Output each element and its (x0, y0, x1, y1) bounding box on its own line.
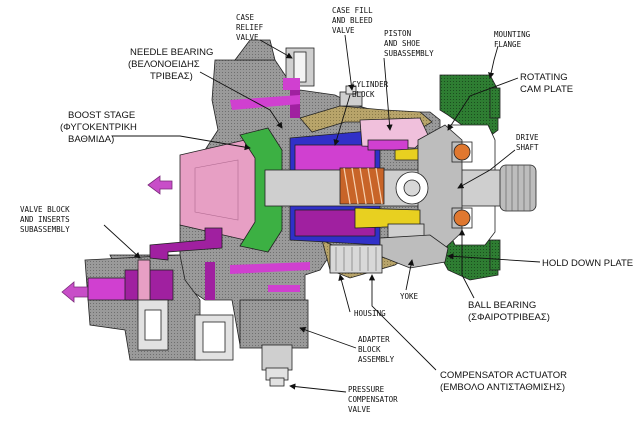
svg-text:CAM PLATE: CAM PLATE (520, 84, 573, 95)
case-relief-valve (230, 47, 315, 118)
svg-text:(ΒΕΛΟΝΟΕΙΔΗΣ: (ΒΕΛΟΝΟΕΙΔΗΣ (128, 59, 200, 70)
svg-text:MOUNTING: MOUNTING (494, 30, 531, 39)
svg-text:FLANGE: FLANGE (494, 40, 522, 49)
label-cylinder-block: CYLINDER BLOCK (352, 80, 389, 99)
svg-text:VALVE: VALVE (236, 33, 259, 42)
svg-text:HOLD DOWN PLATE: HOLD DOWN PLATE (542, 258, 633, 269)
svg-text:CASE FILL: CASE FILL (332, 6, 373, 15)
discharge-port (87, 259, 174, 321)
svg-text:(ΕΜΒΟΛΟ ΑΝΤΙΣΤΑΘΜΙΣΗΣ): (ΕΜΒΟΛΟ ΑΝΤΙΣΤΑΘΜΙΣΗΣ) (440, 382, 565, 393)
label-needle-bearing: NEEDLE BEARING (ΒΕΛΟΝΟΕΙΔΗΣ ΤΡΙΒΕΑΣ) (128, 47, 213, 82)
svg-text:BLOCK: BLOCK (358, 345, 381, 354)
spring (339, 167, 385, 205)
svg-text:CYLINDER: CYLINDER (352, 80, 389, 89)
valve-inserts (137, 299, 234, 361)
label-drive-shaft: DRIVE SHAFT (516, 133, 539, 152)
adapter-block (239, 299, 309, 387)
svg-text:(ΣΦΑΙΡΟΤΡΙΒΕΑΣ): (ΣΦΑΙΡΟΤΡΙΒΕΑΣ) (468, 312, 550, 323)
label-yoke: YOKE (400, 292, 419, 301)
svg-text:(ΦΥΓΟΚΕΝΤΡΙΚΗ: (ΦΥΓΟΚΕΝΤΡΙΚΗ (60, 122, 137, 133)
ball-bearings (451, 141, 473, 229)
svg-text:SHAFT: SHAFT (516, 143, 539, 152)
leader-lines (103, 34, 541, 393)
svg-text:RELIEF: RELIEF (236, 23, 264, 32)
drive-shaft (264, 164, 537, 212)
svg-text:COMPENSATOR: COMPENSATOR (348, 395, 398, 404)
svg-text:BLOCK: BLOCK (352, 90, 375, 99)
label-case-fill-bleed-valve: CASE FILL AND BLEED VALVE (332, 6, 373, 35)
svg-text:SUBASSEMBLY: SUBASSEMBLY (384, 49, 434, 58)
label-housing: HOUSING (354, 309, 386, 318)
svg-text:ROTATING: ROTATING (520, 72, 568, 83)
svg-text:YOKE: YOKE (400, 292, 419, 301)
svg-text:VALVE: VALVE (332, 26, 355, 35)
label-pressure-compensator: PRESSURE COMPENSATOR VALVE (348, 385, 398, 414)
svg-text:PRESSURE: PRESSURE (348, 385, 385, 394)
svg-text:VALVE: VALVE (348, 405, 371, 414)
svg-text:AND SHOE: AND SHOE (384, 39, 421, 48)
svg-text:ΒΑΘΜΙΔΑ): ΒΑΘΜΙΔΑ) (68, 134, 114, 145)
inlet-arrow (147, 175, 173, 195)
svg-text:AND BLEED: AND BLEED (332, 16, 373, 25)
label-boost-stage: BOOST STAGE (ΦΥΓΟΚΕΝΤΡΙΚΗ ΒΑΘΜΙΔΑ) (60, 110, 137, 145)
svg-text:BOOST STAGE: BOOST STAGE (68, 110, 135, 121)
svg-text:NEEDLE BEARING: NEEDLE BEARING (130, 47, 213, 58)
svg-text:ADAPTER: ADAPTER (358, 335, 390, 344)
label-compensator-actuator: COMPENSATOR ACTUATOR (ΕΜΒΟΛΟ ΑΝΤΙΣΤΑΘΜΙΣ… (440, 370, 567, 393)
label-adapter-block: ADAPTER BLOCK ASSEMBLY (358, 335, 395, 364)
svg-text:DRIVE: DRIVE (516, 133, 539, 142)
label-valve-block: VALVE BLOCK AND INSERTS SUBASSEMBLY (20, 205, 70, 234)
svg-text:PISTON: PISTON (384, 29, 411, 38)
label-mounting-flange: MOUNTING FLANGE (494, 30, 531, 49)
label-piston-shoe: PISTON AND SHOE SUBASSEMBLY (384, 29, 434, 58)
svg-text:SUBASSEMBLY: SUBASSEMBLY (20, 225, 70, 234)
svg-text:VALVE BLOCK: VALVE BLOCK (20, 205, 70, 214)
label-ball-bearing: BALL BEARING (ΣΦΑΙΡΟΤΡΙΒΕΑΣ) (468, 300, 550, 323)
svg-text:ΤΡΙΒΕΑΣ): ΤΡΙΒΕΑΣ) (150, 71, 193, 82)
lower-pistons (354, 207, 425, 239)
svg-text:BALL BEARING: BALL BEARING (468, 300, 536, 311)
svg-text:ASSEMBLY: ASSEMBLY (358, 355, 395, 364)
svg-text:AND INSERTS: AND INSERTS (20, 215, 70, 224)
label-rotating-cam-plate: ROTATING CAM PLATE (520, 72, 573, 95)
svg-text:CASE: CASE (236, 13, 255, 22)
svg-text:COMPENSATOR ACTUATOR: COMPENSATOR ACTUATOR (440, 370, 567, 381)
label-hold-down-plate: HOLD DOWN PLATE (542, 258, 633, 269)
compensator-actuator (329, 244, 383, 274)
label-case-relief-valve: CASE RELIEF VALVE (236, 13, 264, 42)
boost-stage (179, 127, 283, 253)
svg-text:HOUSING: HOUSING (354, 309, 386, 318)
